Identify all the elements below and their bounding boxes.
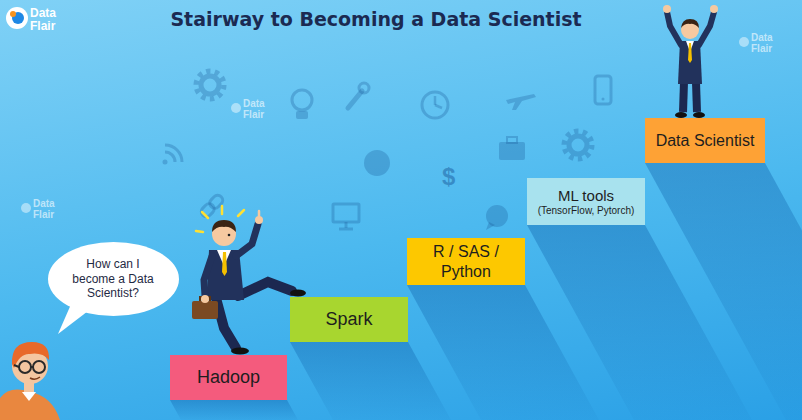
asking-person bbox=[33, 361, 45, 373]
asking-person bbox=[31, 366, 33, 368]
watermark: Data Flair bbox=[751, 33, 781, 54]
celebrating-businessman bbox=[663, 5, 718, 118]
question-text: How can I become a Data Scientist? bbox=[70, 257, 156, 300]
climbing-businessman bbox=[238, 210, 244, 216]
background-icons bbox=[564, 131, 592, 159]
step-label: Data Scientist bbox=[656, 131, 755, 150]
background-icons bbox=[348, 91, 362, 108]
background-icons bbox=[199, 202, 216, 219]
background-icons bbox=[595, 76, 611, 104]
background-icons bbox=[339, 228, 353, 231]
background-icons bbox=[165, 145, 182, 162]
celebrating-businessman bbox=[710, 5, 718, 13]
step-shadow bbox=[170, 400, 298, 420]
climbing-businessman bbox=[192, 206, 306, 355]
background-icons bbox=[499, 142, 525, 160]
asking-person bbox=[0, 390, 60, 420]
climbing-businessman bbox=[238, 282, 292, 296]
celebrating-businessman bbox=[663, 5, 671, 13]
background-icons bbox=[507, 137, 517, 143]
step-box: Spark bbox=[290, 297, 408, 342]
asking-person bbox=[19, 361, 31, 373]
logo-text: Data Flair bbox=[30, 7, 66, 32]
celebrating-businessman bbox=[681, 19, 699, 28]
background-icons bbox=[165, 152, 175, 162]
celebrating-businessman bbox=[678, 41, 702, 84]
logo-icon bbox=[6, 7, 28, 29]
celebrating-businessman bbox=[699, 12, 714, 45]
step-label: Spark bbox=[325, 309, 372, 331]
climbing-businessman bbox=[236, 224, 258, 256]
climbing-businessman bbox=[216, 298, 236, 348]
celebrating-businessman bbox=[696, 82, 697, 112]
background-icons bbox=[163, 160, 168, 165]
step-shadow bbox=[170, 163, 802, 420]
watermark: Data Flair bbox=[243, 99, 273, 120]
background-icons bbox=[569, 136, 587, 154]
dollar-icon: $ bbox=[442, 164, 462, 189]
background-icons bbox=[292, 90, 312, 110]
logo-icon bbox=[10, 11, 16, 17]
climbing-businessman bbox=[202, 212, 208, 218]
climbing-businessman bbox=[228, 234, 231, 237]
asking-person bbox=[14, 365, 19, 367]
watermark: Data Flair bbox=[33, 199, 63, 220]
background-icons bbox=[196, 71, 224, 99]
step-label: Hadoop bbox=[197, 367, 260, 389]
step-box: Hadoop bbox=[170, 355, 287, 400]
background-icons bbox=[364, 150, 390, 176]
climbing-businessman bbox=[204, 256, 212, 296]
background-icons bbox=[333, 204, 359, 222]
step-shadow bbox=[407, 285, 599, 420]
background-icons bbox=[434, 96, 437, 105]
step-box: ML tools(TensorFlow, Pytorch) bbox=[527, 178, 645, 225]
speech-bubble-shape bbox=[48, 242, 179, 316]
background-icons bbox=[602, 98, 605, 101]
background-icons bbox=[486, 222, 495, 230]
background-icons bbox=[422, 92, 448, 118]
step-box: Data Scientist bbox=[645, 118, 765, 163]
asking-person bbox=[0, 342, 60, 420]
background-icons bbox=[296, 111, 308, 119]
background-icons bbox=[359, 83, 369, 93]
celebrating-businessman bbox=[688, 43, 692, 63]
asking-person bbox=[22, 392, 36, 401]
climbing-businessman bbox=[201, 295, 209, 303]
climbing-businessman bbox=[290, 290, 306, 297]
watermark-icon bbox=[231, 103, 241, 113]
step-sublabel: (TensorFlow, Pytorch) bbox=[538, 205, 635, 217]
climbing-businessman bbox=[221, 206, 224, 214]
background-icons bbox=[435, 105, 442, 108]
background-icons bbox=[201, 76, 219, 94]
watermark-icon bbox=[739, 37, 749, 47]
speech-bubble: How can I become a Data Scientist? bbox=[48, 242, 179, 316]
climbing-businessman bbox=[231, 348, 249, 355]
climbing-businessman bbox=[196, 231, 203, 232]
celebrating-businessman bbox=[683, 82, 684, 112]
asking-person bbox=[30, 377, 40, 379]
logo-icon bbox=[6, 7, 28, 29]
climbing-businessman bbox=[258, 211, 261, 216]
background-icons bbox=[345, 222, 348, 228]
step-shadow bbox=[290, 342, 451, 420]
step-box: R / SAS / Python bbox=[407, 238, 525, 285]
step-label: R / SAS / Python bbox=[414, 242, 518, 280]
diagram-title: Stairway to Becoming a Data Scientist bbox=[150, 8, 602, 30]
background-icons bbox=[506, 94, 536, 110]
climbing-businessman bbox=[212, 220, 236, 232]
celebrating-businessman bbox=[667, 12, 681, 45]
step-shadow bbox=[645, 163, 802, 420]
watermark-icon bbox=[21, 203, 31, 213]
background-icons bbox=[199, 193, 224, 218]
climbing-businessman bbox=[192, 301, 218, 319]
climbing-businessman bbox=[222, 252, 227, 276]
step-label: ML tools bbox=[558, 187, 614, 205]
